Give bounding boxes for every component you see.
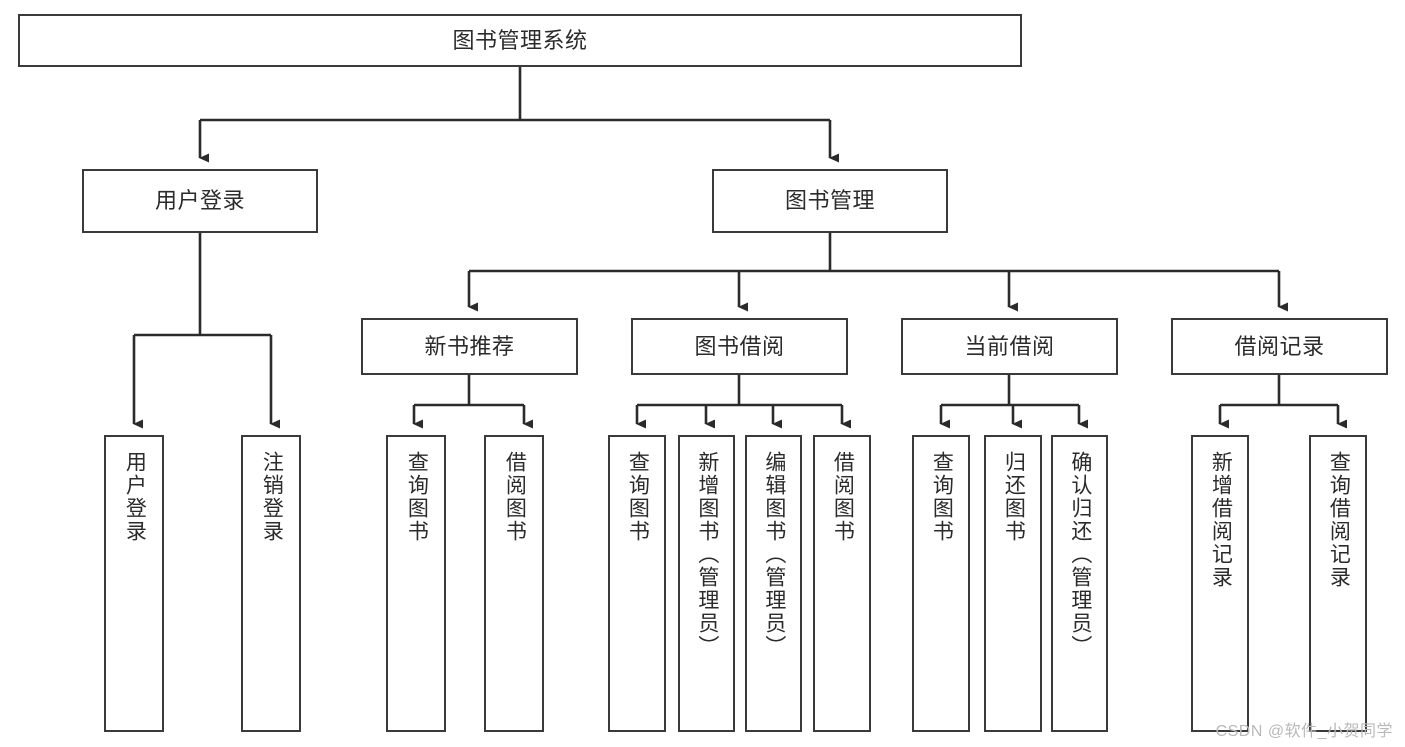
leaf-query-book-2-label: 查询图书 — [626, 451, 650, 543]
leaf-query-book-1[interactable]: 查询图书 — [386, 435, 446, 732]
csdn-watermark: CSDN @软件_小贺同学 — [1215, 723, 1393, 740]
leaf-logout-label: 注销登录 — [260, 451, 284, 543]
leaf-borrow-book-1[interactable]: 借阅图书 — [484, 435, 544, 732]
leaf-user-login-label: 用户登录 — [123, 451, 147, 543]
node-book-borrow[interactable]: 图书借阅 — [631, 318, 848, 375]
node-book-manage-label: 图书管理 — [784, 188, 875, 214]
leaf-add-borrow-record[interactable]: 新增借阅记录 — [1191, 435, 1249, 732]
node-book-manage[interactable]: 图书管理 — [712, 169, 948, 233]
node-user-login[interactable]: 用户登录 — [82, 169, 318, 233]
node-new-book-recommend[interactable]: 新书推荐 — [361, 318, 578, 375]
leaf-query-book-1-label: 查询图书 — [405, 451, 429, 543]
leaf-return-book-label: 归还图书 — [1002, 451, 1026, 543]
node-current-borrow-label: 当前借阅 — [964, 333, 1055, 359]
leaf-return-book[interactable]: 归还图书 — [984, 435, 1042, 732]
leaf-query-borrow-record-label: 查询借阅记录 — [1327, 451, 1351, 589]
leaf-add-book-label: 新增图书（管理员） — [695, 451, 719, 658]
leaf-edit-book[interactable]: 编辑图书（管理员） — [745, 435, 802, 732]
node-borrow-record-label: 借阅记录 — [1234, 333, 1325, 359]
node-root[interactable]: 图书管理系统 — [18, 14, 1022, 67]
node-root-label: 图书管理系统 — [452, 27, 588, 53]
leaf-edit-book-label: 编辑图书（管理员） — [762, 451, 786, 658]
leaf-borrow-book-1-label: 借阅图书 — [503, 451, 527, 543]
leaf-user-login[interactable]: 用户登录 — [104, 435, 164, 732]
node-user-login-label: 用户登录 — [154, 188, 245, 214]
node-borrow-record[interactable]: 借阅记录 — [1171, 318, 1388, 375]
leaf-query-borrow-record[interactable]: 查询借阅记录 — [1309, 435, 1367, 732]
node-new-book-recommend-label: 新书推荐 — [424, 333, 515, 359]
leaf-add-book[interactable]: 新增图书（管理员） — [678, 435, 735, 732]
leaf-logout[interactable]: 注销登录 — [241, 435, 301, 732]
leaf-confirm-return[interactable]: 确认归还（管理员） — [1051, 435, 1108, 732]
node-book-borrow-label: 图书借阅 — [694, 333, 785, 359]
leaf-confirm-return-label: 确认归还（管理员） — [1068, 451, 1092, 658]
leaf-query-book-2[interactable]: 查询图书 — [608, 435, 666, 732]
leaf-borrow-book-2-label: 借阅图书 — [831, 451, 855, 543]
leaf-borrow-book-2[interactable]: 借阅图书 — [813, 435, 871, 732]
leaf-add-borrow-record-label: 新增借阅记录 — [1209, 451, 1233, 589]
node-current-borrow[interactable]: 当前借阅 — [901, 318, 1118, 375]
leaf-query-book-3-label: 查询图书 — [930, 451, 954, 543]
leaf-query-book-3[interactable]: 查询图书 — [912, 435, 970, 732]
